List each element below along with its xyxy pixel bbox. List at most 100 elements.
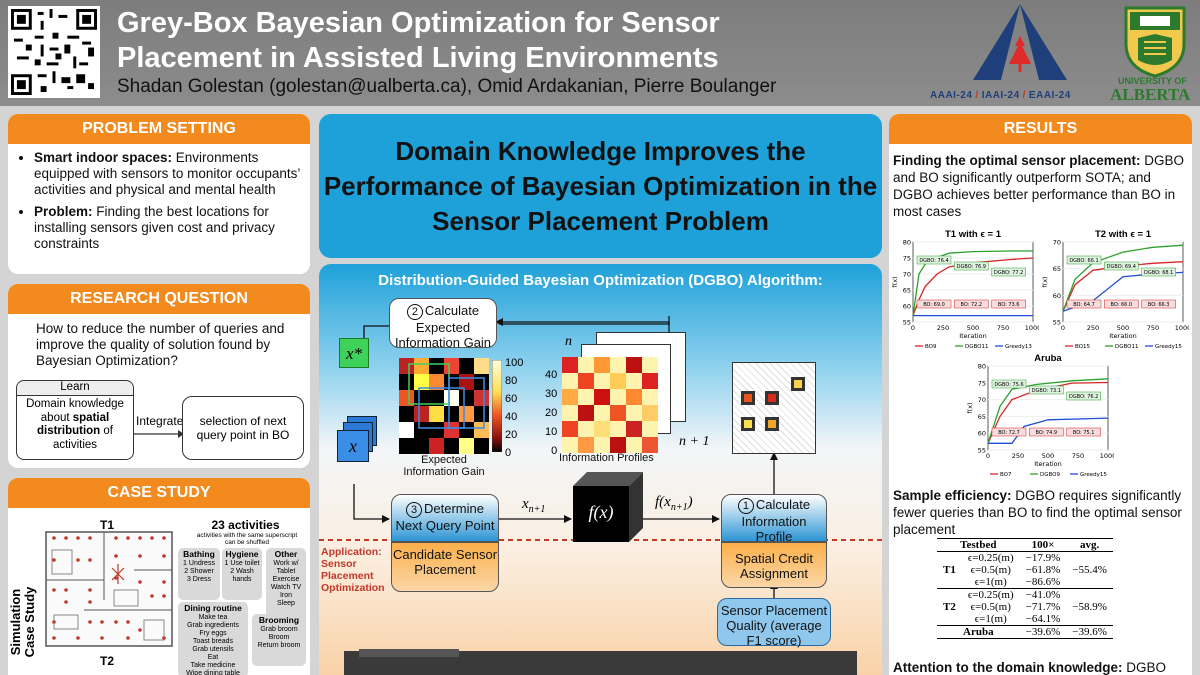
legend-label: DGBO11: [1115, 344, 1139, 350]
annotation-box: [1104, 261, 1139, 271]
y-tick-label: 80: [978, 363, 986, 371]
annotation-box: [1029, 385, 1064, 395]
x-tick-label: 500: [967, 324, 979, 332]
y-tick-label: 70: [903, 271, 911, 279]
t1-floorplan: [45, 531, 173, 647]
x-tick-label: 1000: [1100, 452, 1114, 460]
research-question: How to reduce the number of queries and …: [36, 321, 285, 368]
ualberta-crest-icon: [1124, 6, 1186, 78]
x-tick-label: 1000: [1175, 324, 1189, 332]
results-para-1-bold: Finding the optimal sensor placement:: [893, 153, 1141, 168]
results-para-3-bold: Attention to the domain knowledge:: [893, 660, 1123, 675]
annotation-label: DGBO: 73.1: [1032, 388, 1061, 394]
side-label-1: Simulation: [8, 588, 23, 656]
annotation-box: [954, 299, 989, 309]
annotation-label: DGBO: 76.2: [1069, 394, 1098, 400]
annotation-label: DGBO: 68.1: [1144, 270, 1173, 276]
table-cell-epsilon: ϵ=0.5(m): [970, 601, 1011, 613]
series-line: [987, 381, 1109, 444]
center-title: Domain Knowledge Improves the Performanc…: [323, 135, 878, 236]
y-tick-label: 80: [903, 239, 911, 247]
legend-label: BO9: [925, 344, 937, 350]
problem-bullet-2: Problem: Finding the best locations for …: [34, 204, 300, 252]
x-tick-label: 250: [1012, 452, 1024, 460]
annotation-box: [916, 255, 952, 265]
results-para-3: Attention to the domain knowledge: DGBO: [889, 659, 1170, 675]
y-tick-label: 65: [978, 413, 986, 421]
ip-label: Information Profiles: [559, 452, 654, 464]
y-tick-label: 70: [1053, 239, 1061, 247]
activity-item: Eat: [207, 654, 219, 661]
y-tick-label: 55: [903, 319, 911, 327]
integrate-label: Integrate: [136, 414, 184, 428]
activity-group-title: Other: [274, 549, 298, 559]
activity-group-title: Dining routine: [184, 603, 242, 613]
integrate-arrow-icon: [134, 430, 184, 438]
y-tick-label: 60: [903, 303, 911, 311]
legend-label: Greedy15: [1080, 472, 1107, 478]
table-cell-avg: −55.4%: [1072, 564, 1107, 576]
annotation-box: [1029, 427, 1064, 437]
side-label: Simulation Case Study: [8, 577, 37, 667]
chart-title: Aruba: [1034, 353, 1062, 364]
annotation-label: BO: 74.9: [1036, 430, 1058, 436]
annotation-box: [991, 427, 1027, 437]
qr-code[interactable]: [8, 6, 100, 98]
algorithm-title: Distribution-Guided Bayesian Optimizatio…: [378, 272, 823, 289]
learn-post: of activities: [52, 425, 114, 451]
fx-cube: [573, 472, 643, 542]
activity-item: Make tea: [198, 614, 228, 621]
legend-label: DGBO11: [965, 344, 989, 350]
activity-item: Grab broom: [260, 626, 298, 633]
title-line-2: Placement in Assisted Living Environment…: [117, 42, 719, 74]
chart-title: T1 with ϵ = 1: [945, 229, 1002, 240]
x-tick-label: 250: [937, 324, 949, 332]
learn-group: Learn Domain knowledge about spatial dis…: [16, 380, 134, 460]
annotation-box: [1066, 391, 1101, 401]
annotation-label: BO: 64.7: [1073, 302, 1095, 308]
eig-tick: 0: [505, 447, 512, 459]
activity-item: Fry eggs: [199, 630, 227, 637]
results-para-2-bold: Sample efficiency:: [893, 488, 1012, 503]
annotation-box: [1141, 299, 1176, 309]
legend-label: Greedy13: [1005, 344, 1032, 350]
sensor-layout: [732, 362, 816, 454]
table-cell-epsilon: ϵ=0.25(m): [967, 589, 1014, 601]
problem-bullet-1-text: Environments equipped with sensors to mo…: [34, 150, 300, 197]
annotation-label: BO: 73.6: [998, 302, 1020, 308]
xn1-sub: n+1: [528, 504, 546, 515]
x-tick-label: 500: [1117, 324, 1129, 332]
x-tick-label: 500: [1042, 452, 1054, 460]
table-cell-testbed: Aruba: [963, 626, 994, 638]
annotation-label: DGBO: 66.1: [1069, 258, 1098, 264]
table-row: ϵ=0.5(m)−61.8%: [937, 564, 1113, 576]
series-line: [912, 257, 1034, 316]
conf-iaai: IAAI-24: [981, 90, 1020, 101]
center-title-box: Domain Knowledge Improves the Performanc…: [319, 114, 882, 258]
annotation-box: [1141, 267, 1176, 277]
step1-number: 1: [737, 498, 754, 514]
table-cell-epsilon: ϵ=1(m): [974, 613, 1007, 625]
ip-tick: 30: [545, 388, 558, 400]
x-tick-label: 0: [911, 324, 915, 332]
x-tick-label: 750: [997, 324, 1009, 332]
activity-item: 3 Dress: [186, 576, 212, 583]
table-header: 100×: [1031, 539, 1055, 551]
conference-line: AAAI-24/IAAI-24/EAAI-24: [930, 90, 1071, 101]
t2-label: T2: [100, 654, 115, 668]
activities-title: 23 activities: [211, 518, 280, 532]
results-para-1: Finding the optimal sensor placement: DG…: [889, 152, 1192, 220]
eig-tick: 100: [505, 357, 524, 369]
target-box: selection of next query point in BO: [182, 396, 304, 460]
x-tick-label: 0: [1061, 324, 1065, 332]
x-tick-label: 750: [1147, 324, 1159, 332]
annotation-label: DGBO: 76.9: [957, 264, 986, 270]
